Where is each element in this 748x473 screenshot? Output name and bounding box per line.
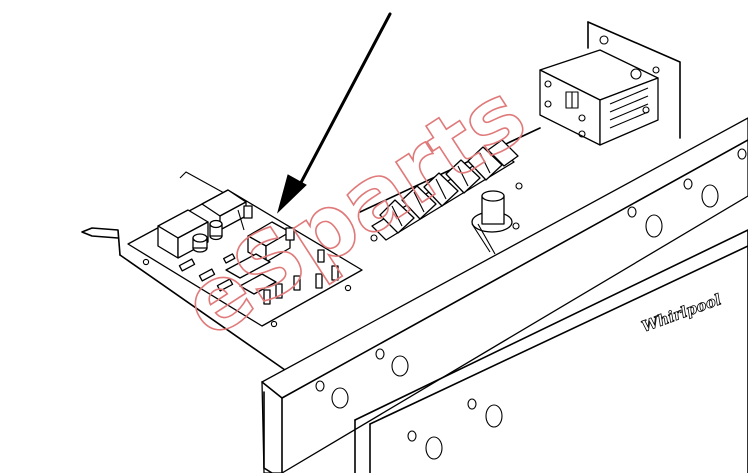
callout-arrow bbox=[277, 12, 392, 214]
terminal-strip bbox=[370, 139, 523, 242]
control-board bbox=[127, 171, 363, 328]
thermostat-sensor bbox=[471, 190, 520, 255]
brand-label: Whirlpool bbox=[639, 290, 724, 335]
contactor-relay bbox=[539, 35, 660, 146]
